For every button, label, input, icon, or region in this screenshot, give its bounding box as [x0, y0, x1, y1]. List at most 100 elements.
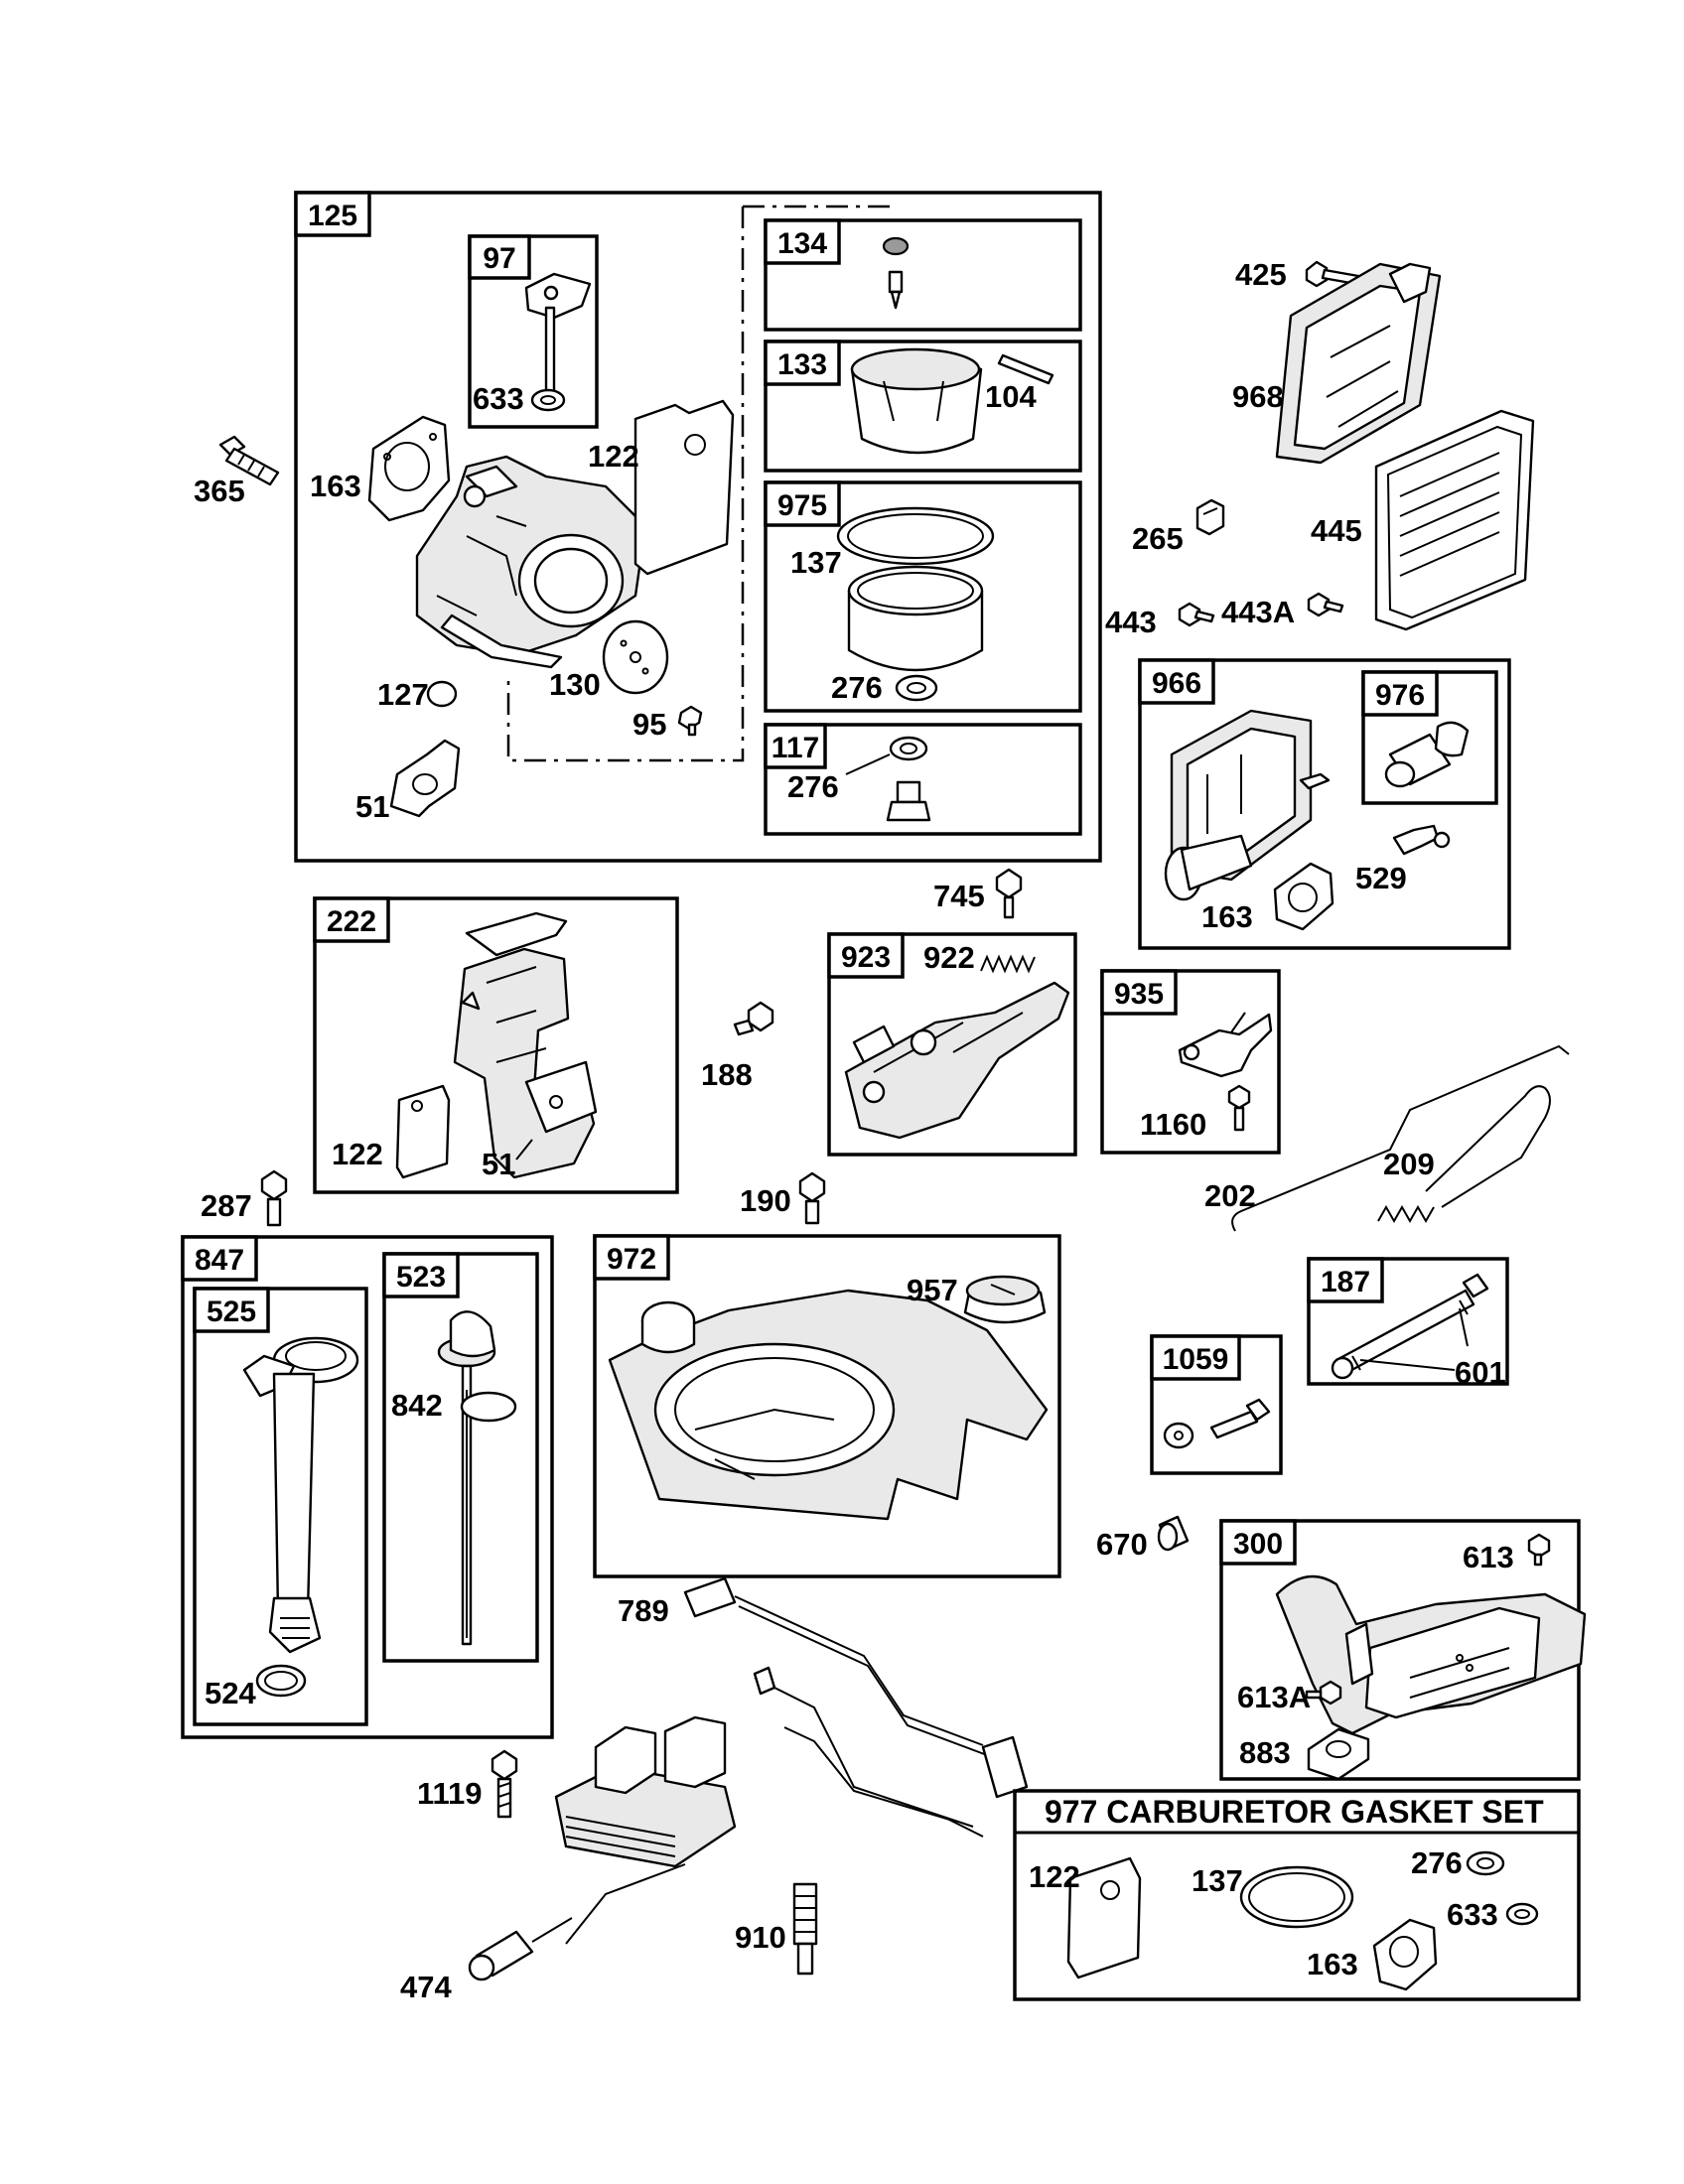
group-300-label: 300	[1233, 1528, 1283, 1561]
group-222-control-bracket: 222 122 51	[313, 896, 679, 1194]
governor-control-plate-part	[844, 981, 1070, 1140]
part-957-label: 957	[907, 1273, 958, 1307]
part-670-label: 670	[1096, 1527, 1148, 1562]
part-789-label: 789	[618, 1593, 669, 1628]
fuel-cap-957-part	[963, 1275, 1047, 1324]
spring-209-part	[1377, 1085, 1551, 1224]
carburetor-body-part	[415, 455, 647, 669]
carburetor-bowl-bracket	[506, 205, 896, 762]
group-847-label: 847	[195, 1244, 244, 1277]
spark-plug-boot-474-part	[468, 1917, 573, 1981]
stud-910-part	[792, 1882, 818, 1976]
elbow-529-part	[1392, 824, 1451, 856]
part-122-b-label: 122	[332, 1137, 383, 1171]
group-125-label: 125	[308, 200, 357, 232]
stud-1059-part	[1209, 1398, 1271, 1439]
part-443A-label: 443A	[1221, 595, 1295, 629]
washer-276-b-part	[889, 736, 928, 761]
part-601-label: 601	[1455, 1355, 1506, 1390]
muffler-300-part	[1275, 1574, 1587, 1735]
screw-443-part	[1178, 602, 1215, 627]
needle-part	[888, 270, 904, 310]
group-966-air-cleaner-base: 966 976 529 163	[1138, 658, 1511, 950]
group-525-label: 525	[207, 1296, 256, 1328]
gasket-set-276-label: 276	[1411, 1845, 1463, 1880]
screw-613A-part	[1305, 1680, 1342, 1706]
part-130-label: 130	[549, 667, 601, 702]
group-117-bowl-nut: 117 276	[764, 723, 1082, 836]
part-202-label: 202	[1204, 1178, 1256, 1213]
part-613A-label: 613A	[1237, 1680, 1311, 1714]
part-883-label: 883	[1239, 1735, 1291, 1770]
float-lever-part	[524, 272, 592, 399]
group-97-float-valve: 97 633	[468, 234, 599, 429]
screw-443A-part	[1307, 592, 1344, 617]
group-133-label: 133	[777, 348, 827, 381]
part-209-label: 209	[1383, 1147, 1435, 1181]
diaphragm-130-part	[602, 619, 669, 695]
part-1119-label: 1119	[417, 1776, 483, 1811]
gasket-set-title: 977 CARBURETOR GASKET SET	[1045, 1794, 1544, 1830]
group-117-label: 117	[772, 732, 819, 764]
group-935-label: 935	[1114, 978, 1164, 1011]
float-part	[850, 347, 983, 455]
clip-265-part	[1195, 498, 1225, 536]
gasket-122-b-part	[395, 1084, 451, 1179]
gasket-883-part	[1307, 1727, 1370, 1781]
part-265-label: 265	[1132, 521, 1184, 556]
part-51-b-label: 51	[482, 1147, 515, 1181]
gasket-set-122-label: 122	[1029, 1859, 1080, 1894]
o-ring-524-part	[255, 1664, 307, 1698]
group-134-label: 134	[777, 227, 827, 260]
part-287-label: 287	[201, 1188, 252, 1223]
group-187-label: 187	[1321, 1266, 1370, 1298]
screw-1119-part	[491, 1749, 518, 1819]
part-95-label: 95	[632, 707, 666, 742]
gasket-51-part	[389, 739, 461, 818]
screw-745-part	[995, 868, 1023, 919]
group-97-label: 97	[483, 242, 515, 275]
bowl-nut-part	[886, 780, 931, 822]
gasket-set-633-part	[1505, 1902, 1539, 1926]
group-1059-label: 1059	[1163, 1343, 1229, 1376]
part-104-label: 104	[985, 379, 1037, 414]
group-935-brake-bracket: 935 1160	[1100, 969, 1281, 1155]
gasket-122-part	[633, 399, 735, 576]
spring-922-part	[980, 954, 1036, 974]
part-137-label: 137	[790, 545, 842, 580]
washer-1059-part	[1163, 1422, 1194, 1449]
screw-287-part	[260, 1169, 288, 1227]
group-847-dipstick-tube: 847 525 524 523	[181, 1235, 554, 1739]
part-122-label: 122	[588, 439, 639, 474]
part-188-label: 188	[701, 1057, 753, 1092]
washer-633-part	[530, 388, 566, 412]
air-cleaner-base-968-part	[1275, 262, 1442, 465]
air-filter-445-part	[1374, 409, 1535, 631]
group-222-label: 222	[327, 905, 376, 938]
screw-1160-part	[1227, 1084, 1251, 1132]
group-966-label: 966	[1152, 667, 1201, 700]
dipstick-tube-525-part	[242, 1336, 359, 1654]
bowl-part	[847, 565, 984, 672]
gasket-set-163-part	[1372, 1918, 1438, 1991]
gasket-163-b-part	[1273, 862, 1334, 931]
screw-188-part	[733, 1001, 774, 1036]
fuel-line-187-part	[1331, 1273, 1489, 1380]
gasket-set-276-part	[1466, 1850, 1505, 1876]
part-190-label: 190	[740, 1183, 791, 1218]
bracket-935-part	[1178, 1012, 1273, 1078]
part-1160-label: 1160	[1140, 1107, 1206, 1142]
gasket-set-633-label: 633	[1447, 1897, 1498, 1932]
part-163-b-label: 163	[1201, 899, 1253, 934]
gasket-163-part	[367, 415, 451, 522]
part-276-label: 276	[831, 670, 883, 705]
part-968-label: 968	[1232, 379, 1284, 414]
group-976-label: 976	[1375, 679, 1425, 712]
part-127-label: 127	[377, 677, 429, 712]
fuel-tank-972-part	[608, 1289, 1049, 1521]
gasket-set-137-label: 137	[1192, 1863, 1243, 1898]
link-202-part	[1231, 1044, 1570, 1232]
part-910-label: 910	[735, 1920, 786, 1955]
control-bracket-part	[453, 911, 598, 1179]
